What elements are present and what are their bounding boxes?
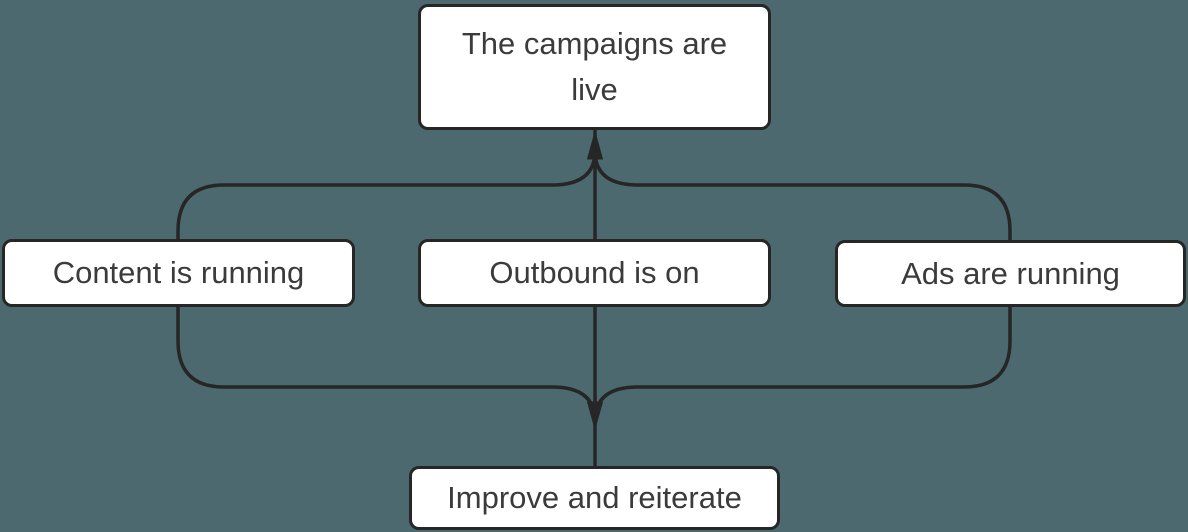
arrowhead-up-icon [587,131,603,160]
edge-bottom-left-branch [176,305,597,423]
arrowhead-down-icon [587,401,603,430]
node-outbound-on[interactable]: Outbound is on [418,239,771,307]
node-label: Ads are running [901,255,1120,291]
node-label: Content is running [52,255,305,291]
node-label: Outbound is on [489,255,700,291]
edge-bottom-right-branch [593,305,1012,423]
node-ads-running[interactable]: Ads are running [835,240,1186,307]
node-label: Improve and reiterate [447,480,742,516]
node-content-running[interactable]: Content is running [2,239,355,307]
node-improve-reiterate[interactable]: Improve and reiterate [409,466,780,530]
node-campaigns-live[interactable]: The campaigns are live [418,4,771,130]
node-label: The campaigns are live [461,26,728,107]
edge-top-right-branch [593,149,1012,242]
edge-top-left-branch [176,149,597,241]
